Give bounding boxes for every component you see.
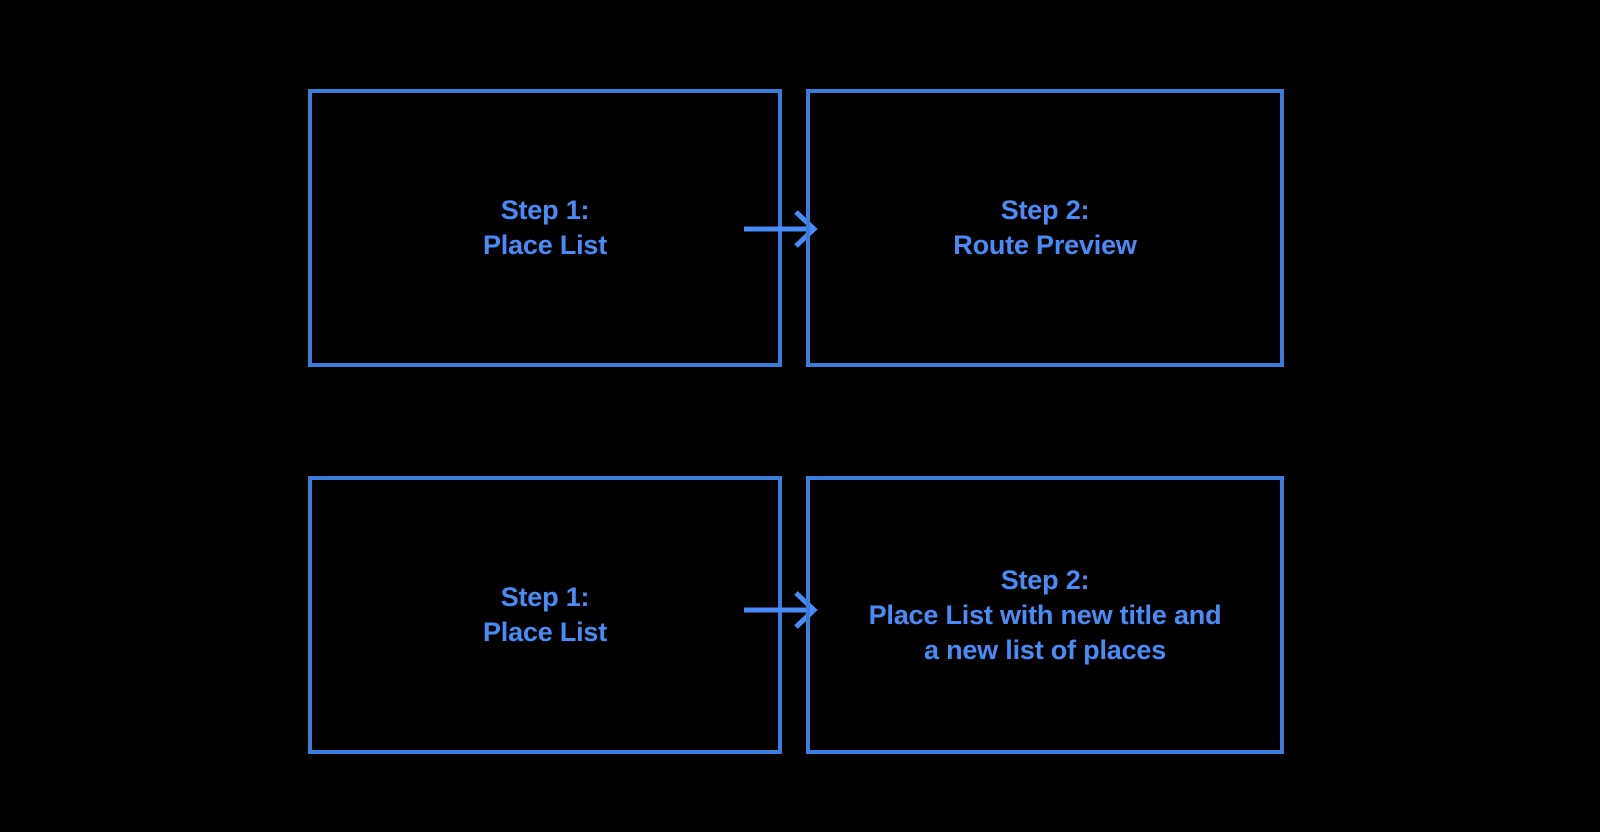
step-1-place-list-label: Step 1: Place List (482, 195, 608, 260)
arrow-right-top-icon (744, 210, 818, 248)
step-1-place-list-box[interactable]: Step 1: Place List (308, 89, 782, 367)
step-2-place-list-updated-box[interactable]: Step 2: Place List with new title and a … (806, 476, 1284, 754)
arrow-right-bottom-icon (744, 591, 818, 629)
step-1-place-list-bottom-label: Step 1: Place List (482, 582, 608, 647)
step-2-route-preview-box[interactable]: Step 2: Route Preview (806, 89, 1284, 367)
step-1-place-list-bottom-box[interactable]: Step 1: Place List (308, 476, 782, 754)
step-2-route-preview-label: Step 2: Route Preview (953, 195, 1137, 260)
step-2-place-list-updated-label: Step 2: Place List with new title and a … (868, 564, 1222, 665)
